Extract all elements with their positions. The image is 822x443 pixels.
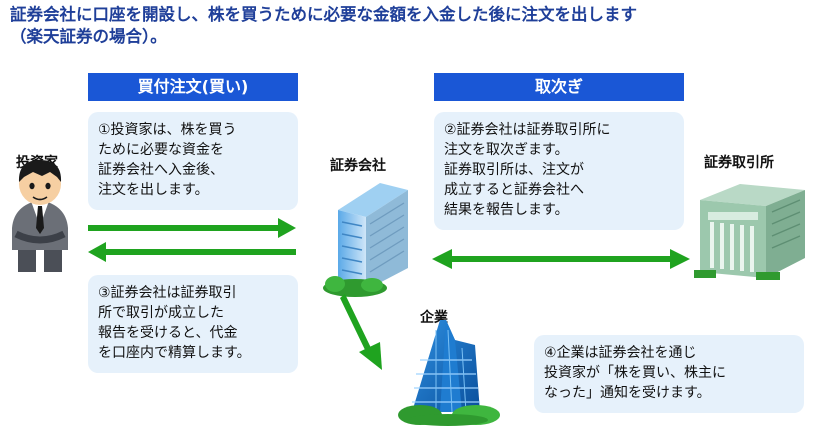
securities-company-building-icon: [323, 183, 408, 297]
step-4-box: ④企業は証券会社を通じ 投資家が「株を買い、株主に なった」通知を受けます。: [534, 335, 804, 413]
step-3-box: ③証券会社は証券取引 所で取引が成立した 報告を受けると、代金 を口座内で精算し…: [88, 275, 298, 373]
page-title: 証券会社に口座を開設し、株を買うために必要な金額を入金した後に注文を出します （…: [10, 4, 815, 48]
stock-exchange-label: 証券取引所: [704, 155, 774, 171]
arrow-investor-to-company: [88, 218, 296, 238]
arrow-securities-to-company: [340, 294, 382, 370]
title-line-1: 証券会社に口座を開設し、株を買うために必要な金額を入金した後に注文を出します: [10, 5, 637, 24]
securities-company-label: 証券会社: [330, 158, 386, 174]
step-1-box: ①投資家は、株を買う ために必要な資金を 証券会社へ入金後、 注文を出します。: [88, 112, 298, 210]
buy-order-banner: 買付注文(買い): [88, 73, 298, 101]
company-tower-icon: [398, 320, 500, 426]
investor-icon: [12, 160, 68, 272]
stock-exchange-building-icon: [694, 184, 805, 280]
arrow-company-to-investor: [88, 242, 296, 262]
arrow-company-exchange-bidirectional: [432, 249, 690, 269]
step-2-box: ②証券会社は証券取引所に 注文を取次ぎます。 証券取引所は、注文が 成立すると証…: [434, 112, 684, 230]
brokerage-banner: 取次ぎ: [434, 73, 684, 101]
title-line-2: （楽天証券の場合）。: [10, 27, 167, 46]
